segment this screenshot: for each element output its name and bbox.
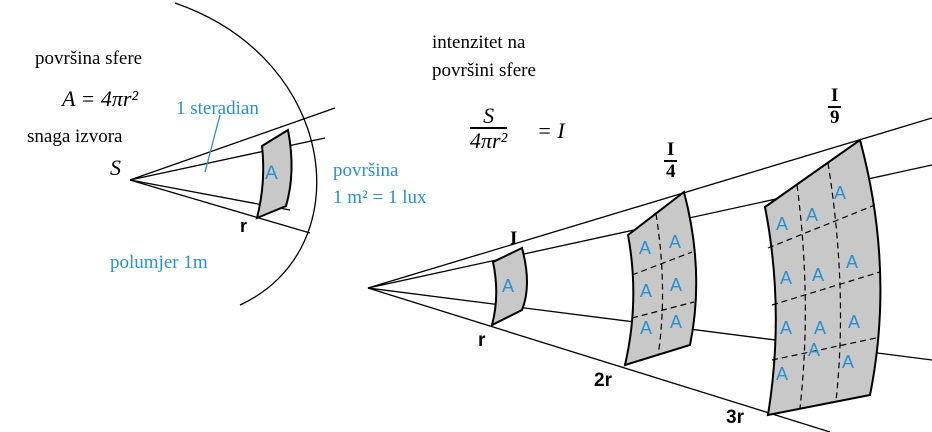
intensity-label-line2: površini sfere [432,60,536,81]
ray-2 [129,137,326,181]
distance-1: r [478,330,486,351]
left-diagram [129,2,336,306]
patch-3-letter: A [808,340,821,360]
source-power-label: snaga izvora [27,126,123,147]
patch-3-letter: A [842,352,855,372]
radius-label: polumjer 1m [110,252,208,273]
formula-numerator: S [470,104,508,130]
surface-label-line2: 1 m² = 1 lux [333,187,427,208]
intensity-label-line1: intenzitet na [432,32,526,53]
intensity-formula-fraction: S 4πr² [470,104,508,154]
patch-2-letter: A [670,312,683,332]
patch-3-letter: A [846,252,859,272]
intensity-1: I [510,228,518,249]
patch-1-letter: A [502,276,515,296]
patch-2-letter: A [669,232,682,252]
distance-3: 3r [726,407,744,428]
patch-2-letter: A [640,318,653,338]
patch-3-letter: A [776,364,789,384]
sphere-arc [174,2,318,306]
area-formula: A = 4πr² [62,86,139,111]
distance-2: 2r [594,370,612,391]
patch-2-grid [631,213,695,357]
source-symbol: S [110,155,121,180]
left-radius-mark: r [240,216,248,236]
patch-3-letter: A [812,265,825,285]
intensity-3-num: I [828,86,842,108]
ray-3 [129,179,311,234]
patch-3-letter: A [814,318,827,338]
right-diagram [367,117,932,432]
sphere-surface-label: površina sfere [35,48,143,69]
formula-result: = I [537,118,565,143]
patch-3-letter: A [776,214,789,234]
patch-2-letter: A [639,238,652,258]
left-patch-letter: A [265,163,278,184]
patch-3-grid [767,162,881,409]
patch-3-letter: A [806,205,819,225]
intensity-2-den: 4 [665,160,676,182]
cone-ray-top [367,117,932,289]
intensity-3: I 9 [828,86,842,128]
patch-3-letter: A [834,183,847,203]
patch-1 [490,246,528,327]
surface-label-line1: površina [333,160,399,181]
steradian-label: 1 steradian [176,98,259,119]
cone-ray-bottom [367,287,831,432]
patch-3-letter: A [780,318,793,338]
intensity-2: I 4 [664,140,678,182]
patch-2 [623,190,698,367]
steradian-pointer [204,114,221,173]
patch-3-letter: A [780,268,793,288]
patch-3-letter: A [848,312,861,332]
patch-2-letter: A [670,275,683,295]
formula-denominator: 4πr² [470,128,508,154]
left-patch [255,128,293,220]
intensity-2-num: I [664,140,678,162]
intensity-3-den: 9 [829,106,840,128]
patch-2-letter: A [640,281,653,301]
ray-1 [129,107,336,181]
